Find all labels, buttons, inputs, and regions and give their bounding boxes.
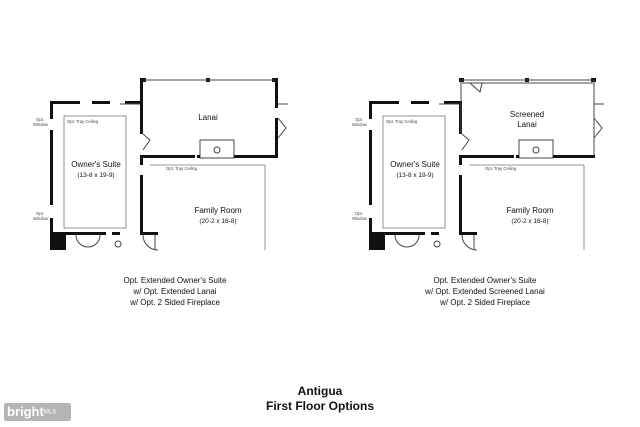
tray-ceiling-family-left: Opt. Tray Ceiling [166, 166, 198, 171]
owners-suite-walls-left [50, 101, 158, 250]
owners-suite-walls-right [369, 101, 477, 250]
family-room-label-right: Family Room [506, 206, 553, 215]
family-room-walls-right [461, 164, 585, 251]
plan-title: Antigua [297, 384, 343, 398]
caption-left-line-1: Opt. Extended Owner's Suite [123, 276, 227, 285]
family-room-label-left: Family Room [194, 206, 241, 215]
owners-suite-label-right: Owner's Suite [390, 160, 440, 169]
brightmls-watermark: brightMLS [4, 403, 71, 421]
watermark-brand: bright [7, 404, 44, 419]
watermark-suffix: MLS [43, 409, 57, 416]
tray-ceiling-family-right: Opt. Tray Ceiling [485, 166, 517, 171]
opt-window-top-right-1: Opt. [355, 117, 363, 122]
opt-window-top-left-2: Window [33, 122, 49, 127]
family-room-dims-left: (20-2 x 16-8) [199, 218, 236, 225]
lanai-walls-left [140, 78, 288, 159]
owners-suite-dims-right: (13-8 x 19-9) [396, 172, 433, 179]
caption-left-line-3: w/ Opt. 2 Sided Fireplace [130, 298, 220, 307]
caption-left-line-2: w/ Opt. Extended Lanai [133, 287, 217, 296]
caption-left: Opt. Extended Owner's Suite w/ Opt. Exte… [75, 275, 275, 308]
opt-window-top-left-1: Opt. [36, 117, 44, 122]
caption-right: Opt. Extended Owner's Suite w/ Opt. Exte… [385, 275, 585, 308]
lanai-label-right: Screened [510, 110, 544, 119]
caption-right-line-1: Opt. Extended Owner's Suite [433, 276, 537, 285]
lanai-label-left: Lanai [198, 113, 218, 122]
opt-window-bottom-left-1: Opt. [36, 211, 44, 216]
opt-window-top-right-2: Window [352, 122, 368, 127]
owners-suite-label-left: Owner's Suite [71, 160, 121, 169]
family-room-dims-right: (20-2 x 16-8) [511, 218, 548, 225]
tray-ceiling-suite-right: Opt. Tray Ceiling [386, 119, 418, 124]
caption-right-line-2: w/ Opt. Extended Screened Lanai [425, 287, 545, 296]
family-room-walls-left [142, 164, 266, 251]
lanai-walls-right [459, 78, 604, 159]
tray-ceiling-suite-left: Opt. Tray Ceiling [67, 119, 99, 124]
lanai-label-right-2: Lanai [517, 120, 537, 129]
plan-subtitle: First Floor Options [266, 399, 374, 413]
opt-window-bottom-left-2: Window [33, 216, 49, 221]
floor-plan-left: Opt. Window Opt. Window Opt. Tray Ceilin… [33, 78, 288, 251]
opt-window-bottom-right-2: Window [352, 216, 368, 221]
opt-window-bottom-right-1: Opt. [355, 211, 363, 216]
floor-plan-right: Opt. Window Opt. Window Opt. Tray Ceilin… [352, 78, 604, 251]
owners-suite-dims-left: (13-8 x 19-9) [77, 172, 114, 179]
caption-right-line-3: w/ Opt. 2 Sided Fireplace [440, 298, 530, 307]
